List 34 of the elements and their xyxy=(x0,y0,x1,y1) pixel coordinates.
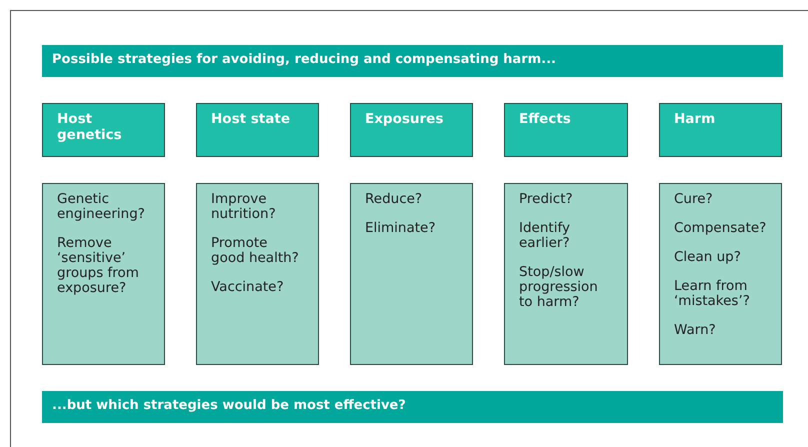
category-header xyxy=(350,103,473,157)
header-text: Harm xyxy=(674,111,716,127)
strategy-question: Eliminate? xyxy=(365,221,437,236)
header-text: Effects xyxy=(519,111,572,127)
strategy-question: Identify earlier? xyxy=(519,221,571,251)
strategy-panel xyxy=(659,183,782,365)
banner-text: Possible strategies for avoiding, reducing and compensating harm... xyxy=(52,52,557,67)
strategy-panel xyxy=(504,183,628,365)
strategy-question: Learn from ‘mistakes’? xyxy=(674,279,751,309)
header-text: Host genetics xyxy=(57,111,123,143)
question-banner xyxy=(42,391,783,423)
strategy-question: Genetic engineering? xyxy=(57,192,146,222)
strategy-question: Improve nutrition? xyxy=(211,192,277,222)
strategy-question: Remove ‘sensitive’ groups from exposure? xyxy=(57,236,140,296)
strategy-question: Compensate? xyxy=(674,221,767,236)
strategy-question: Clean up? xyxy=(674,250,742,265)
category-header xyxy=(196,103,319,157)
strategy-question: Cure? xyxy=(674,192,714,207)
title-banner xyxy=(42,45,783,77)
banner-text: ...but which strategies would be most effective? xyxy=(52,398,407,413)
strategy-question: Promote good health? xyxy=(211,236,300,266)
strategy-question: Reduce? xyxy=(365,192,424,207)
strategy-question: Vaccinate? xyxy=(211,280,285,295)
strategy-panel xyxy=(196,183,319,365)
strategy-panel xyxy=(42,183,165,365)
strategy-panel xyxy=(350,183,473,365)
strategy-question: Predict? xyxy=(519,192,574,207)
strategy-question: Stop/slow progression to harm? xyxy=(519,265,599,310)
category-header xyxy=(659,103,782,157)
header-text: Exposures xyxy=(365,111,444,127)
header-text: Host state xyxy=(211,111,291,127)
category-header xyxy=(504,103,628,157)
category-header xyxy=(42,103,165,157)
strategy-question: Warn? xyxy=(674,323,717,338)
